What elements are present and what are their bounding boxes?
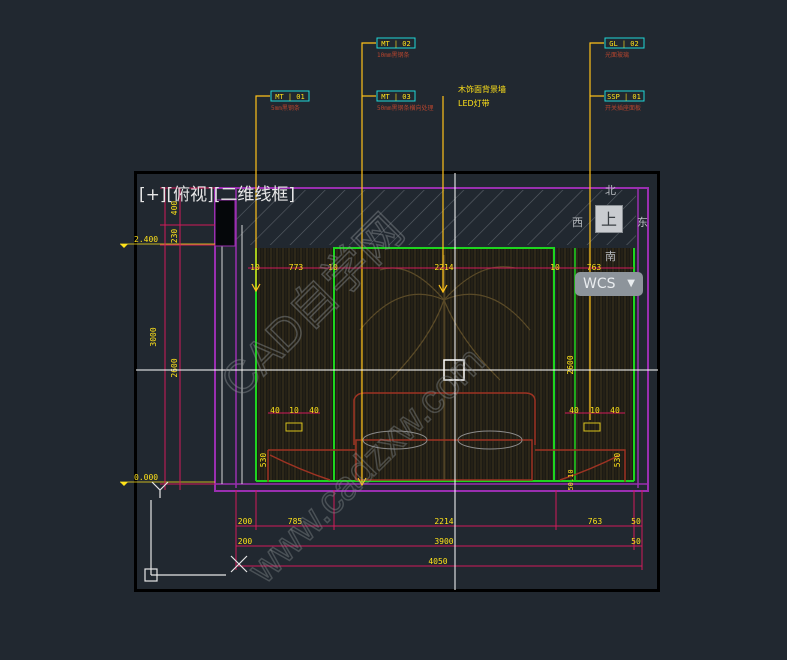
dim-inner: 10	[250, 263, 260, 272]
svg-text:0.000: 0.000	[134, 473, 158, 482]
svg-text:开关插座面板: 开关插座面板	[605, 104, 641, 112]
dim-inner: 10	[550, 263, 560, 272]
dim-inner-side: 530	[613, 453, 622, 468]
svg-text:GL | 02: GL | 02	[609, 40, 639, 48]
svg-text:10mm黑钢条: 10mm黑钢条	[377, 51, 409, 59]
dim-400: 400	[170, 201, 179, 216]
dim-bottom: 50	[631, 517, 641, 526]
dim-inner-side: 50.10	[567, 469, 575, 490]
callout-ssp01[interactable]: SSP | 01 开关插座面板	[604, 90, 645, 112]
dim-inner-side: 2600	[566, 355, 575, 374]
dim-inner: 773	[289, 263, 304, 272]
dim-low: 40	[270, 406, 280, 415]
dim-bottom: 200	[238, 537, 253, 546]
svg-text:MT | 01: MT | 01	[275, 93, 305, 101]
wcs-label: WCS	[583, 276, 616, 292]
chevron-down-icon: ▼	[627, 278, 635, 289]
viewcube-east[interactable]: 东	[637, 216, 648, 229]
dim-bottom: 200	[238, 517, 253, 526]
dim-bottom: 763	[588, 517, 603, 526]
svg-text:SSP | 01: SSP | 01	[607, 93, 641, 101]
ceiling-hatch	[236, 190, 636, 245]
dim-3000: 3000	[149, 327, 158, 346]
dim-inner: 2214	[434, 263, 453, 272]
crosshair-cursor	[136, 173, 658, 590]
dim-bottom: 785	[288, 517, 303, 526]
note-wood-wall: 木饰面背景墙	[458, 84, 506, 94]
svg-text:50mm黑钢条横向处理: 50mm黑钢条横向处理	[377, 104, 433, 112]
dim-bottom: 50	[631, 537, 641, 546]
dims-left	[160, 187, 215, 490]
lamp	[285, 422, 303, 432]
svg-text:5mm黑钢条: 5mm黑钢条	[271, 104, 300, 112]
svg-text:光面玻璃: 光面玻璃	[605, 51, 629, 59]
dim-low: 10	[289, 406, 299, 415]
viewcube-north[interactable]: 北	[605, 184, 616, 197]
bed	[267, 392, 626, 482]
dim-low: 40	[569, 406, 579, 415]
callout-gl02[interactable]: GL | 02 光面玻璃	[604, 37, 645, 59]
ucs-icon	[144, 481, 248, 582]
lamp	[583, 422, 601, 432]
dim-low: 40	[309, 406, 319, 415]
dim-2600: 2600	[170, 358, 179, 377]
callout-mt03[interactable]: MT | 03 50mm黑钢条横向处理	[376, 90, 433, 112]
wood-panel-left	[256, 248, 334, 480]
dims-bottom	[235, 490, 643, 570]
callout-mt01[interactable]: MT | 01 5mm黑钢条	[270, 90, 310, 112]
viewport-label[interactable]: [+][俯视][二维线框]	[139, 185, 296, 205]
palm-tree-decor	[359, 255, 531, 480]
dim-bottom: 2214	[434, 517, 453, 526]
dim-bottom: 3900	[434, 537, 453, 546]
callout-mt02[interactable]: MT | 02 10mm黑钢条	[376, 37, 416, 59]
wcs-menu-button[interactable]: WCS ▼	[575, 272, 643, 296]
svg-text:2.400: 2.400	[134, 235, 158, 244]
dim-inner-side: 530	[259, 453, 268, 468]
dim-inner: 763	[587, 263, 602, 272]
viewcube-west[interactable]: 西	[572, 216, 583, 229]
wall-outline	[214, 187, 649, 492]
dim-low: 40	[610, 406, 620, 415]
dim-bottom: 4050	[428, 557, 447, 566]
svg-text:MT | 03: MT | 03	[381, 93, 411, 101]
pillow	[457, 430, 523, 450]
viewcube-top-face[interactable]: 上	[595, 205, 623, 233]
dim-low: 10	[590, 406, 600, 415]
dim-230: 230	[170, 229, 179, 244]
pillow	[362, 430, 428, 450]
dim-inner: 10	[328, 263, 338, 272]
level-marker-top: 2.400	[120, 235, 215, 248]
viewcube[interactable]: 北 西 东 南 上	[570, 180, 650, 270]
svg-text:MT | 02: MT | 02	[381, 40, 411, 48]
viewcube-south[interactable]: 南	[605, 250, 616, 263]
note-led: LED灯带	[458, 98, 490, 108]
dark-block	[214, 199, 236, 247]
